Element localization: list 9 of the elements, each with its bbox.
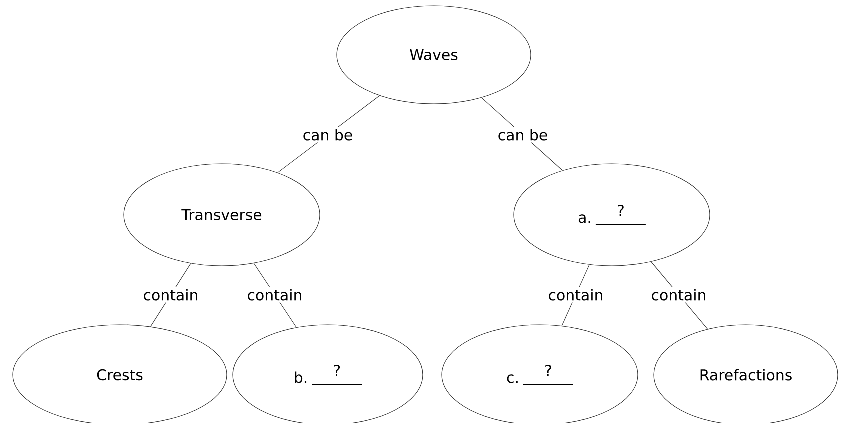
edge-label: contain [649, 287, 709, 303]
ellipse-node: Waves [336, 6, 532, 104]
ellipse-node: a. ? [514, 164, 710, 266]
edge-label: contain [141, 287, 201, 303]
edge-label: can be [496, 127, 550, 143]
edge-label: contain [245, 287, 305, 303]
edge-label: contain [546, 287, 606, 303]
ellipse-node: Transverse [124, 164, 320, 266]
edge-label: can be [300, 127, 356, 143]
